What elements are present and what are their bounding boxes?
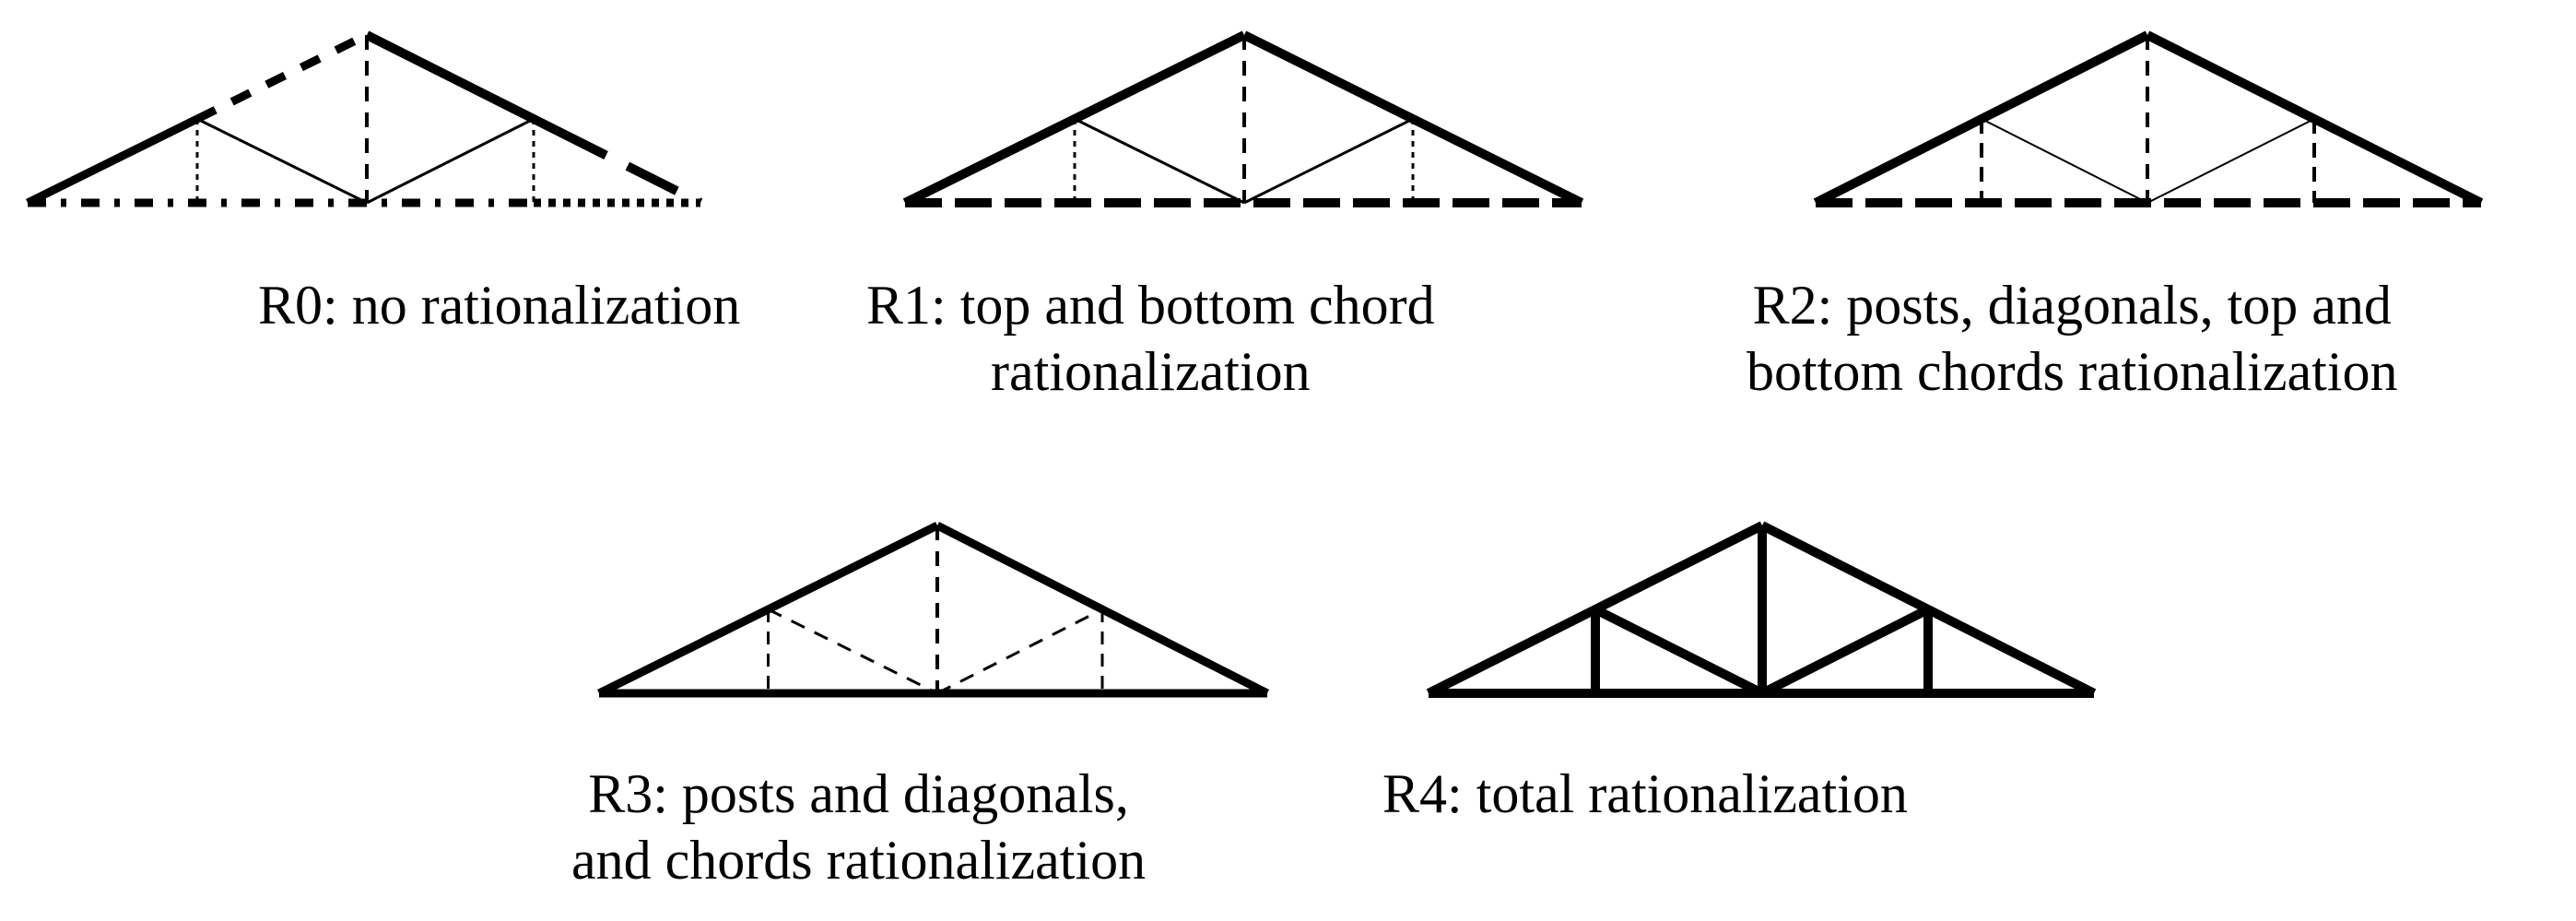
caption-r2-line-1: R2: posts, diagonals, top and — [1752, 275, 2392, 336]
diagonal-left — [767, 608, 938, 695]
caption-r0: R0: no rationalization — [258, 272, 740, 338]
diagonal-left — [1593, 605, 1765, 698]
caption-r3: R3: posts and diagonals, and chords rati… — [571, 761, 1146, 893]
caption-r4: R4: total rationalization — [1382, 761, 1908, 827]
diagonal-right — [1243, 117, 1414, 205]
diagonal-left — [1074, 117, 1245, 205]
top-chord-right-solid — [364, 30, 559, 136]
caption-r1-line-2: rationalization — [991, 341, 1311, 402]
truss-r2 — [1813, 30, 2484, 207]
caption-r1-line-1: R1: top and bottom chord — [866, 275, 1435, 336]
caption-r0-line-1: R0: no rationalization — [258, 275, 741, 336]
caption-r3-line-2: and chords rationalization — [571, 830, 1147, 891]
caption-r3-line-1: R3: posts and diagonals, — [588, 763, 1129, 824]
diagonal-right — [2147, 118, 2315, 204]
caption-r2: R2: posts, diagonals, top and bottom cho… — [1747, 272, 2398, 405]
truss-r3 — [597, 521, 1270, 698]
truss-r0 — [26, 30, 703, 207]
diagonal-right — [366, 117, 535, 205]
top-chord-left-dashed — [195, 30, 369, 124]
caption-r1: R1: top and bottom chord rationalization — [866, 272, 1435, 405]
truss-r1 — [902, 30, 1584, 207]
diagonal-left — [196, 117, 368, 205]
caption-r2-line-2: bottom chords rationalization — [1747, 341, 2398, 402]
top-chord-left-solid — [26, 114, 199, 207]
diagonal-left — [1981, 118, 2148, 204]
truss-r4 — [1426, 521, 2097, 698]
top-chord-right-dashed — [554, 126, 703, 207]
diagonal-right — [1759, 605, 1931, 698]
diagonal-right — [936, 608, 1103, 695]
caption-r4-line-1: R4: total rationalization — [1382, 763, 1908, 824]
